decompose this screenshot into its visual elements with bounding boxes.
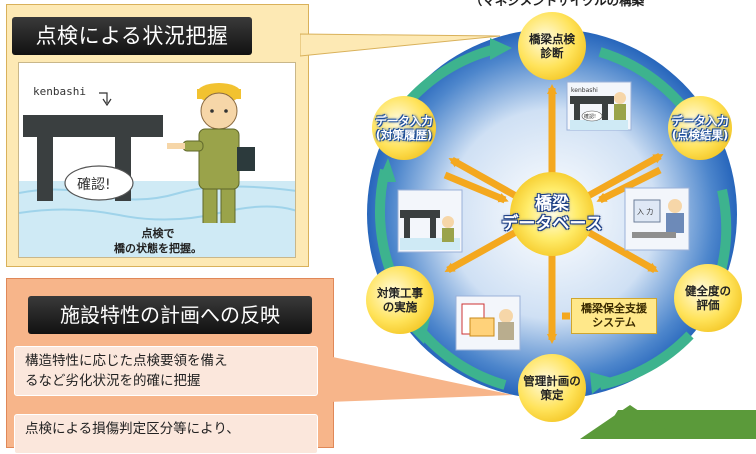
node-input-results [668, 96, 732, 160]
input-history-label: データ入力 (対策履歴) [375, 114, 433, 142]
speech-bubble [64, 165, 134, 201]
node-countermeasure-label: 対策工事 の実施 [377, 286, 423, 314]
thumb-repair [397, 189, 463, 253]
node-inspection [518, 12, 586, 80]
callout-pointer-top [300, 33, 501, 57]
center-database-label: 橋梁 データベース [501, 194, 603, 234]
facility-note-1: 構造特性に応じた点検要領を備え るなど劣化状況を的確に把握 [14, 346, 318, 396]
svg-text:確認!: 確認! [584, 113, 596, 120]
svg-text:kenbashi: kenbashi [571, 87, 598, 94]
facility-callout-title: 施設特性の計画への反映 [28, 296, 312, 334]
inspection-illustration: kenbashi 確認! 点検で 橋の状態を把握。 [19, 83, 295, 257]
caption-line2: 橋の状態を把握。 [114, 241, 202, 255]
bridge-deck [23, 115, 163, 137]
cycle-spokes [444, 84, 664, 344]
caption-line1: 点検で [142, 226, 175, 240]
facility-note-2-line1: 点検による損傷判定区分等により、 [25, 421, 240, 437]
node-soundness [674, 264, 742, 332]
sign-text: kenbashi [33, 85, 86, 98]
center-database [510, 172, 594, 256]
node-soundness-label: 健全度の 評価 [685, 284, 731, 312]
facility-note-1-line1: 構造特性に応じた点検要領を備え [25, 353, 228, 369]
input-results-label: データ入力 (点検結果) [671, 114, 729, 142]
cycle-caption: （マネジメントサイクルの構築 [469, 0, 645, 8]
node-input-history [372, 96, 436, 160]
node-management-plan-label: 管理計画の 策定 [523, 374, 581, 402]
thumb-inspection: kenbashi 確認! [566, 81, 632, 131]
node-management-plan [518, 354, 586, 422]
inspection-illustration-panel: kenbashi 確認! 点検で 橋の状態を把握。 [18, 62, 296, 258]
node-countermeasure [366, 266, 434, 334]
facility-note-1-line2: るなど劣化状況を的確に把握 [25, 373, 201, 389]
management-cycle-diagram: kenbashi 確認! 入 力 [366, 12, 756, 439]
node-inspection-label: 橋梁点検 診断 [529, 32, 575, 60]
svg-text:入 力: 入 力 [637, 207, 653, 216]
thumb-plan [455, 295, 521, 351]
thumb-data-entry: 入 力 [624, 187, 690, 251]
callout-pointer-bottom [328, 356, 513, 402]
speech-text: 確認! [77, 177, 111, 193]
bridge-support-system-box: 橋梁保全支援 システム [571, 298, 657, 334]
inspection-callout-title: 点検による状況把握 [12, 17, 252, 55]
inspector-figure-icon [167, 83, 255, 230]
